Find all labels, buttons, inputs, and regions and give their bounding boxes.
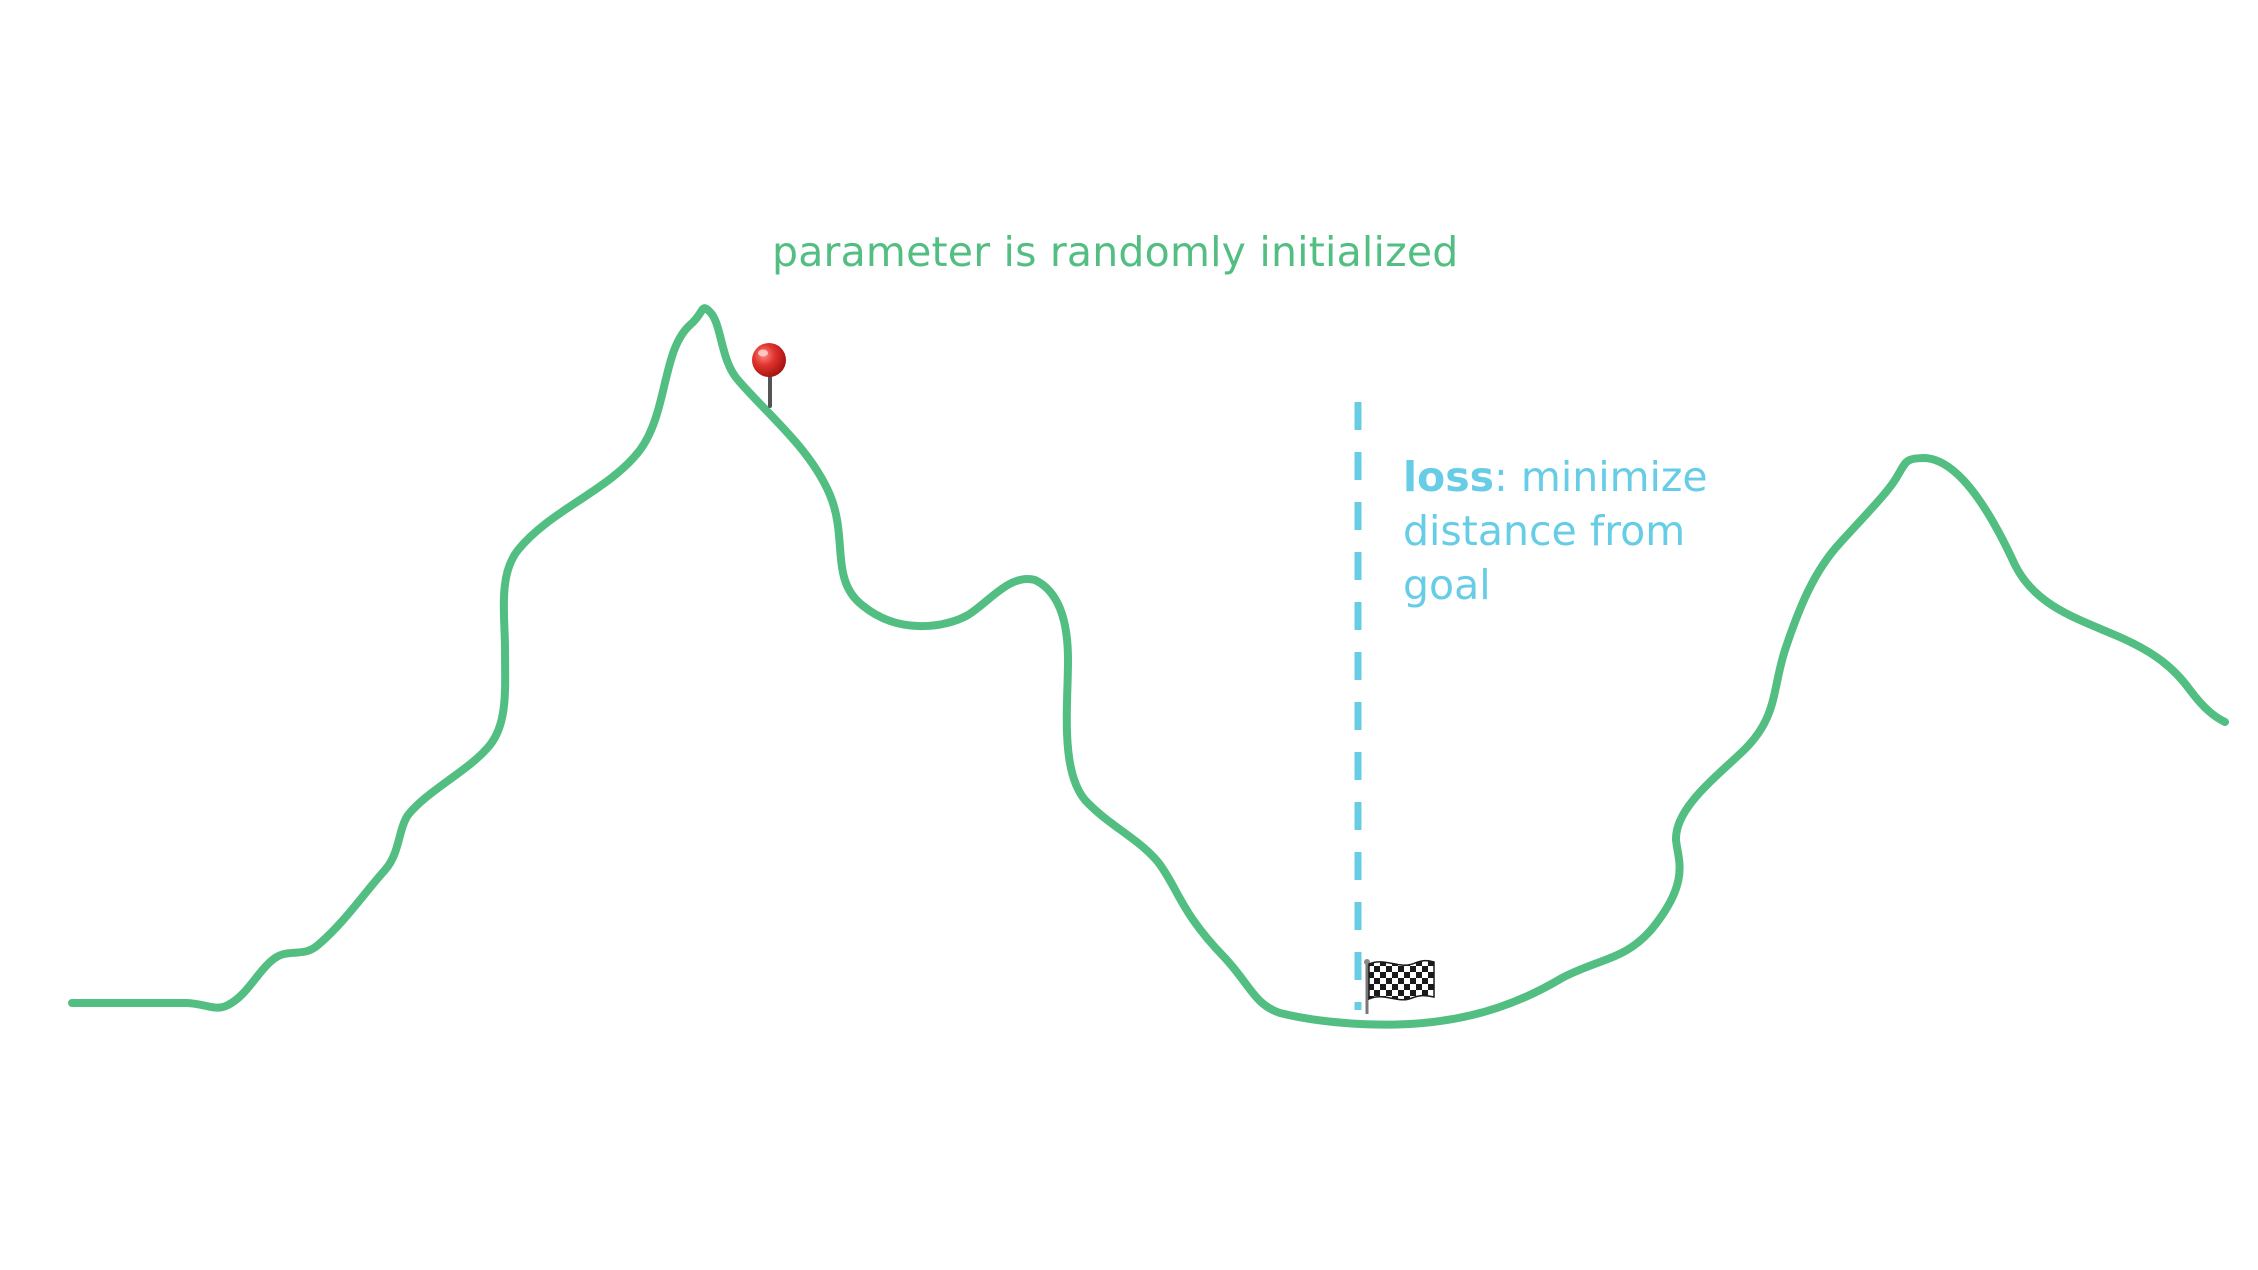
loss-annotation: loss: minimize distance from goal (1403, 450, 1763, 612)
loss-landscape-curve (68, 304, 2229, 1029)
loss-description: : minimize distance from goal (1403, 453, 1708, 609)
init-annotation: parameter is randomly initialized (772, 228, 1459, 276)
loss-keyword: loss (1403, 453, 1495, 501)
checkered-flag-icon (1364, 959, 1435, 1014)
pushpin-icon (752, 343, 786, 408)
